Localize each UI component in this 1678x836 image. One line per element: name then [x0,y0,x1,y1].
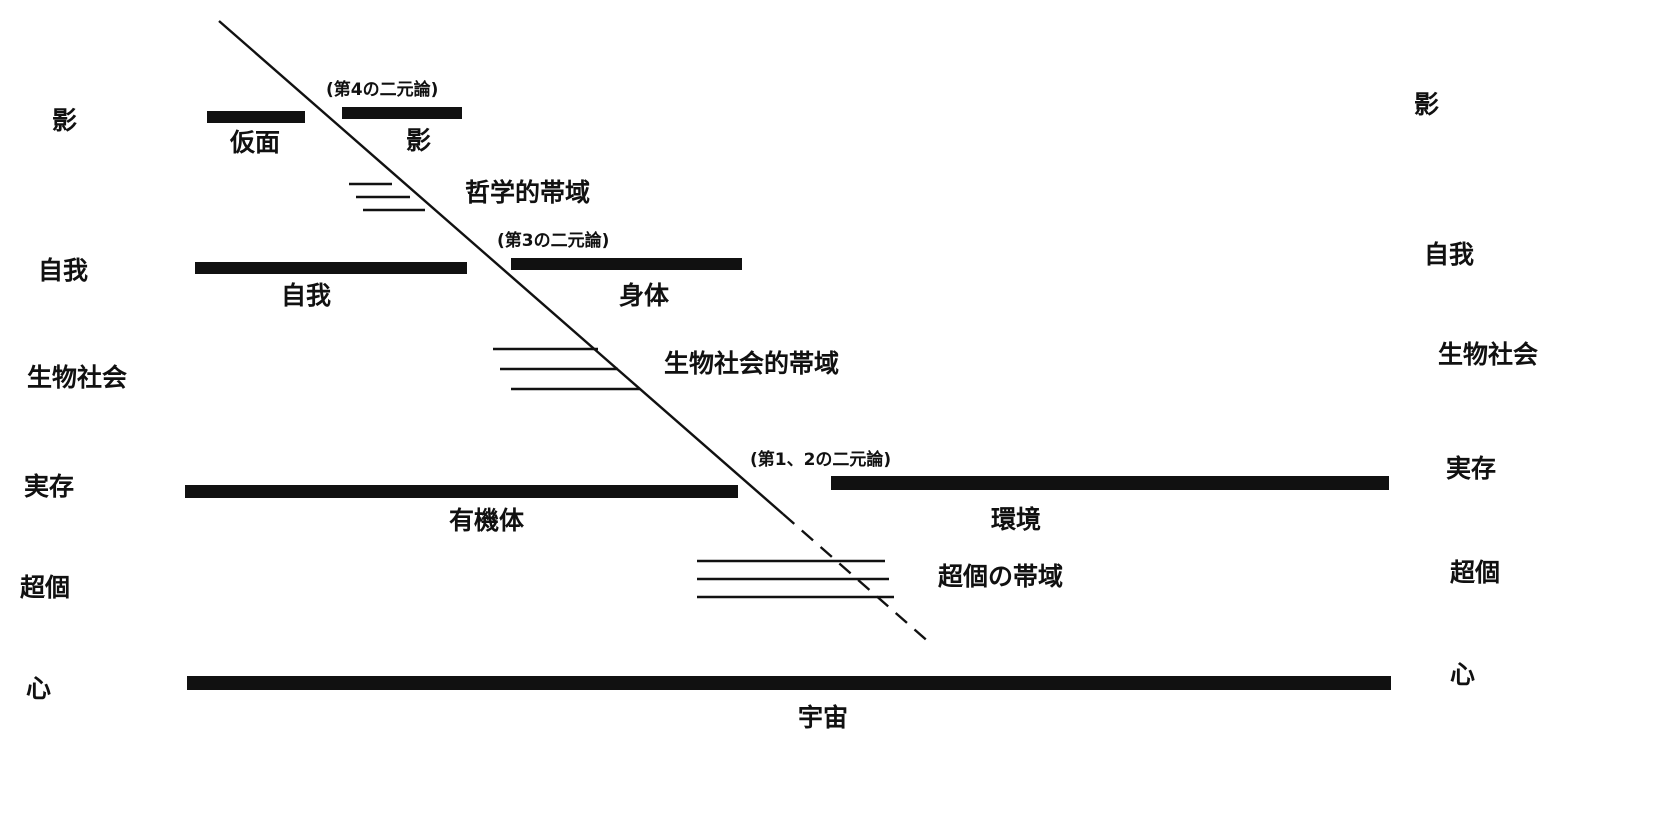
right-level-transpersonal: 超個 [1450,558,1501,587]
environment-bar [831,476,1389,490]
right-level-shadow: 影 [1414,90,1440,119]
right-level-existential: 実存 [1446,454,1497,483]
left-level-existential: 実存 [24,472,75,501]
universe-bar [187,676,1391,690]
ego-bar [195,262,467,274]
body-bar [511,258,742,270]
fourth-dualism-label: (第4の二元論) [326,80,439,100]
philosophical-band-label: 哲学的帯域 [465,178,591,207]
transpersonal-band-label: 超個の帯域 [938,562,1064,591]
third-dualism-label: (第3の二元論) [497,231,610,251]
organism-label: 有機体 [449,506,525,535]
right-level-biosocial: 生物社会 [1438,340,1539,369]
right-level-mind: 心 [1450,660,1476,689]
universe-label: 宇宙 [798,703,849,732]
body-label: 身体 [619,281,670,310]
shadow-label: 影 [406,126,432,155]
left-level-mind: 心 [26,674,52,703]
environment-label: 環境 [991,505,1042,534]
right-level-ego: 自我 [1424,240,1475,269]
shadow-bar [342,107,462,119]
left-level-biosocial: 生物社会 [27,363,128,392]
diagonal-line [218,20,784,515]
organism-bar [185,485,738,498]
mask-bar [207,111,305,123]
diagonal-dashed-line [782,513,932,645]
left-level-transpersonal: 超個 [20,573,71,602]
biosocial-band-label: 生物社会的帯域 [664,349,840,378]
first-second-dualism-label: (第1、2の二元論) [750,450,892,470]
left-level-ego: 自我 [38,256,89,285]
mask-label: 仮面 [230,128,281,157]
ego-label: 自我 [281,281,332,310]
left-level-shadow: 影 [52,106,78,135]
